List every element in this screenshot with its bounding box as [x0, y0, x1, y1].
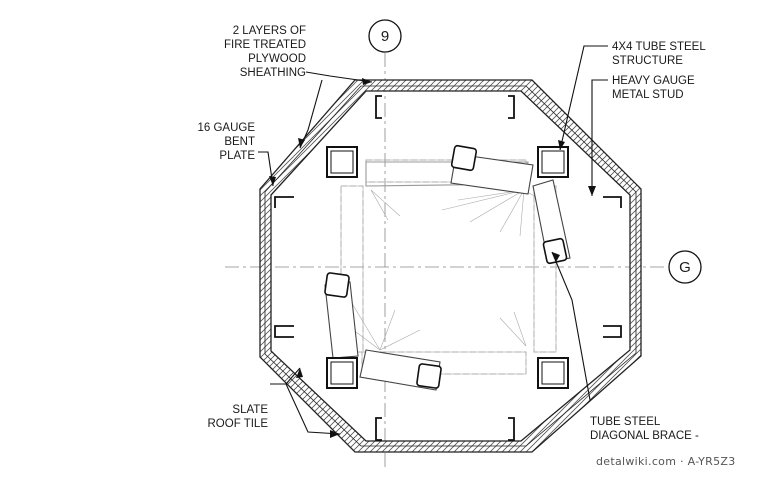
- octagon-sheathing: [259, 79, 642, 453]
- grid-bubble-9: 9: [368, 19, 402, 53]
- leader-arrows: [269, 78, 596, 438]
- label-line: FIRE TREATED: [224, 39, 306, 51]
- label-line: ROOF TILE: [208, 418, 269, 430]
- label-line: HEAVY GAUGE: [612, 75, 695, 87]
- label-line: BENT: [224, 136, 255, 148]
- label-line: METAL STUD: [612, 89, 684, 101]
- label-tube-steel: 4X4 TUBE STEEL STRUCTURE: [612, 41, 706, 67]
- label-line: SHEATHING: [240, 67, 306, 79]
- grid-label-g: G: [679, 259, 691, 276]
- label-line: 4X4 TUBE STEEL: [612, 41, 706, 53]
- label-line: 2 LAYERS OF: [233, 25, 306, 37]
- label-diagonal-brace: TUBE STEEL DIAGONAL BRACE -: [590, 416, 699, 442]
- metal-studs: [274, 95, 622, 441]
- watermark: detalwiki.com · A-YR5Z3: [596, 455, 736, 468]
- label-line: SLATE: [232, 404, 268, 416]
- grid-bubble-g: G: [668, 250, 702, 284]
- brace-tube-ends: [324, 144, 568, 389]
- label-plywood-sheathing: 2 LAYERS OF FIRE TREATED PLYWOOD SHEATHI…: [224, 25, 306, 79]
- label-line: TUBE STEEL: [590, 416, 661, 428]
- label-slate-tile: SLATE ROOF TILE: [208, 404, 269, 430]
- label-bent-plate: 16 GAUGE BENT PLATE: [197, 122, 255, 162]
- label-line: 16 GAUGE: [197, 122, 255, 134]
- radiating-lines: [339, 189, 549, 351]
- label-line: STRUCTURE: [612, 55, 683, 67]
- grid-lines: [225, 53, 668, 470]
- label-metal-stud: HEAVY GAUGE METAL STUD: [612, 75, 695, 101]
- label-line: PLYWOOD: [248, 53, 306, 65]
- tube-steel-posts: [326, 146, 569, 389]
- leader-lines: [258, 45, 608, 435]
- grid-label-9: 9: [381, 28, 389, 45]
- label-line: DIAGONAL BRACE -: [590, 430, 699, 442]
- label-line: PLATE: [219, 150, 255, 162]
